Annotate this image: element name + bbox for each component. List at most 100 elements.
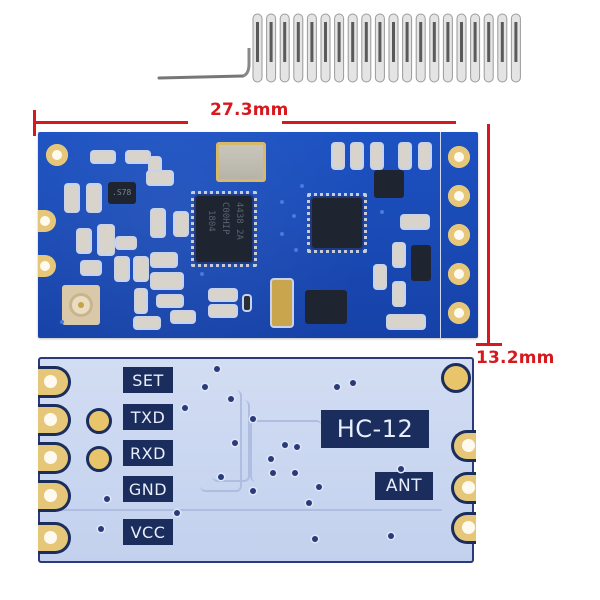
- smd-component: [135, 318, 159, 328]
- test-pad-txd: [86, 408, 112, 434]
- antenna-gnd-pad: [451, 430, 476, 462]
- small-ic: .S78: [108, 182, 136, 204]
- test-pad-rxd: [86, 446, 112, 472]
- width-dimension-label: 27.3mm: [210, 100, 289, 120]
- via: [306, 500, 312, 506]
- via: [228, 396, 234, 402]
- smd-component: [158, 296, 182, 306]
- antenna-gnd-pad: [451, 512, 476, 544]
- smd-component: [136, 290, 146, 312]
- pin-pad-vcc: [38, 522, 71, 554]
- via: [280, 232, 284, 236]
- pin-pad-rxd: [38, 442, 71, 474]
- smd-component: [152, 274, 182, 288]
- model-label: HC-12: [321, 410, 429, 448]
- pin-label-vcc: VCC: [123, 519, 173, 545]
- antenna-pad: [451, 472, 476, 504]
- via: [294, 444, 300, 450]
- smd-component: [175, 213, 187, 235]
- via: [388, 533, 394, 539]
- antenna-label: ANT: [375, 472, 433, 500]
- via: [98, 526, 104, 532]
- via: [214, 366, 220, 372]
- via: [202, 384, 208, 390]
- via: [380, 210, 384, 214]
- pcb-trace: [60, 509, 442, 511]
- spring-antenna: (function(){ var g = document.getElement…: [157, 13, 521, 83]
- pin-label-rxd: RXD: [123, 440, 173, 466]
- smd-component: [375, 266, 385, 288]
- ufl-antenna-connector: [62, 285, 100, 325]
- crystal-oscillator: [216, 142, 266, 182]
- pin-label-set: SET: [123, 367, 173, 393]
- smd-component: [394, 244, 404, 266]
- mcu-chip: [307, 193, 367, 253]
- pin-header-silkscreen: [440, 132, 477, 338]
- pin-pad: [448, 263, 470, 285]
- via: [232, 440, 238, 446]
- smd-component: [372, 144, 382, 168]
- pin-pad-txd: [38, 404, 71, 436]
- smd-component: [117, 238, 135, 248]
- via: [270, 470, 276, 476]
- smd-component: [88, 185, 100, 211]
- via: [350, 380, 356, 386]
- edge-pad: [38, 210, 56, 232]
- via: [334, 384, 340, 390]
- smd-component: [78, 230, 90, 252]
- mounting-pad: [46, 144, 68, 166]
- mounting-pad: [441, 363, 471, 393]
- smd-component: [92, 152, 114, 162]
- pin-pad: [448, 146, 470, 168]
- pcb-trace: [212, 400, 250, 482]
- via: [292, 214, 296, 218]
- pin-pad-gnd: [38, 480, 71, 512]
- chip-marking-1: 4438 2A: [234, 202, 244, 240]
- pin-pad-set: [38, 366, 71, 398]
- pin-pad: [448, 224, 470, 246]
- via: [282, 442, 288, 448]
- via: [218, 474, 224, 480]
- smd-component: [210, 306, 236, 316]
- pin-label-gnd: GND: [123, 476, 173, 502]
- rf-transceiver-chip: 4438 2A C00HIP 1804: [191, 191, 257, 267]
- transistor: [374, 170, 404, 198]
- via: [200, 272, 204, 276]
- via: [182, 405, 188, 411]
- via: [280, 200, 284, 204]
- diode: [411, 245, 431, 281]
- smd-component: [210, 290, 236, 300]
- via: [292, 470, 298, 476]
- via: [250, 488, 256, 494]
- height-dimension-label: 13.2mm: [476, 348, 555, 368]
- smd-component: [150, 158, 160, 180]
- via: [104, 496, 110, 502]
- smd-component: [127, 152, 149, 162]
- smd-component: [352, 144, 362, 168]
- width-dimension-tick: [33, 110, 36, 136]
- via: [312, 536, 318, 542]
- smd-component: [402, 216, 428, 228]
- smd-component: [244, 296, 250, 310]
- smd-component: [148, 172, 172, 184]
- via: [294, 248, 298, 252]
- smd-component: [116, 258, 128, 280]
- smd-component: [333, 144, 343, 168]
- height-dimension-tick: [476, 343, 502, 346]
- chip-marking-2: C00HIP: [220, 202, 230, 235]
- smd-component: [152, 210, 164, 236]
- pin-pad: [448, 302, 470, 324]
- width-dimension-gap: [188, 116, 282, 126]
- smd-component: [400, 144, 410, 168]
- via: [300, 184, 304, 188]
- smd-component: [420, 144, 430, 168]
- via: [398, 466, 404, 472]
- smd-component: [172, 312, 194, 322]
- pin-label-txd: TXD: [123, 404, 173, 430]
- smd-component: [82, 262, 100, 274]
- smd-component: [135, 258, 147, 280]
- voltage-regulator: [305, 290, 347, 324]
- chip-marking-3: 1804: [206, 210, 216, 232]
- edge-pad: [38, 255, 56, 277]
- via: [250, 416, 256, 422]
